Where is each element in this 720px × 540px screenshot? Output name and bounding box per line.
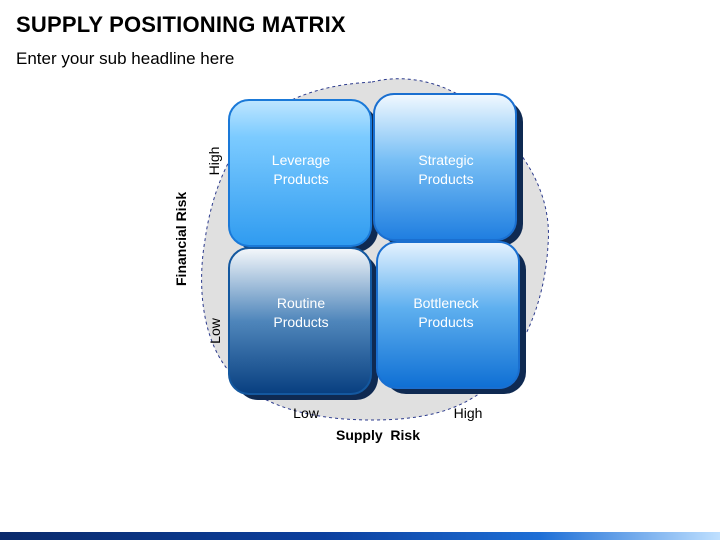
x-axis-high-label: High (453, 405, 483, 421)
leverage-label: Leverage Products (234, 151, 368, 189)
leverage-label-line2: Products (273, 171, 329, 187)
x-axis-title: Supply Risk (335, 427, 421, 443)
bottleneck-label: Bottleneck Products (379, 294, 513, 332)
strategic-tile (373, 93, 517, 241)
footer-bar (0, 532, 720, 540)
slide-subtitle: Enter your sub headline here (16, 49, 235, 68)
bottleneck-label-line1: Bottleneck (413, 295, 479, 311)
y-axis-title: Financial Risk (173, 191, 189, 286)
leverage-label-line1: Leverage (271, 152, 331, 168)
routine-label-line2: Products (273, 314, 329, 330)
bottleneck-label-line2: Products (418, 314, 474, 330)
strategic-label: Strategic Products (379, 151, 513, 189)
y-axis-high-label: High (206, 146, 222, 176)
routine-tile (228, 247, 372, 395)
slide-title: SUPPLY POSITIONING MATRIX (16, 12, 346, 37)
y-axis-low-label: Low (207, 318, 223, 344)
bottleneck-tile (376, 241, 520, 389)
strategic-label-line2: Products (418, 171, 474, 187)
routine-label-line1: Routine (276, 295, 326, 311)
x-axis-low-label: Low (293, 405, 319, 421)
routine-label: Routine Products (234, 294, 368, 332)
strategic-label-line1: Strategic (418, 152, 474, 168)
leverage-tile (228, 99, 372, 247)
